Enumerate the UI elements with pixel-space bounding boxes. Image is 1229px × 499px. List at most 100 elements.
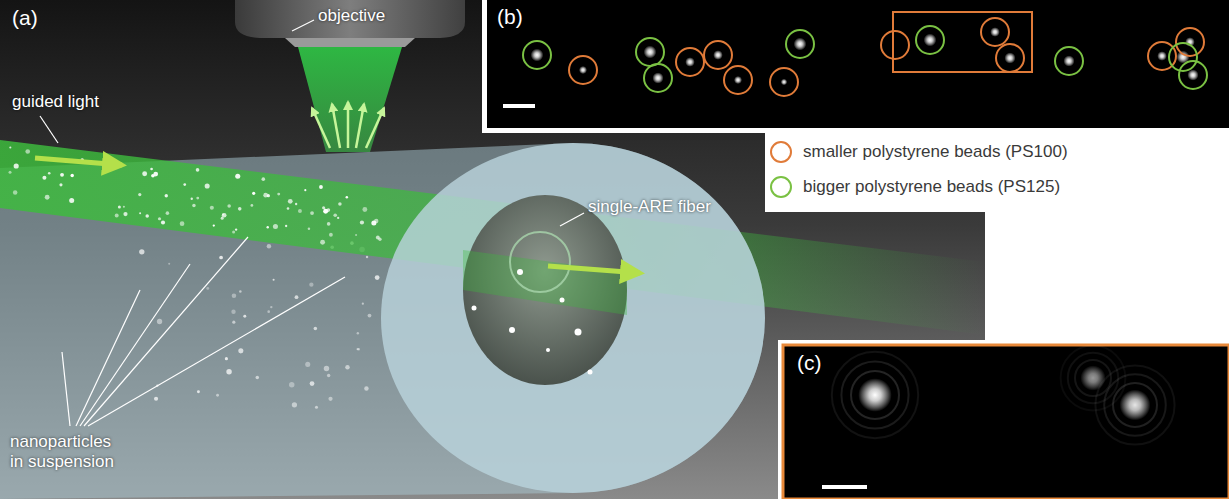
particle — [59, 183, 62, 186]
callout-label: nanoparticles in suspension — [10, 432, 122, 472]
particle — [328, 397, 332, 401]
particle — [13, 190, 18, 195]
arrow — [356, 104, 364, 148]
panel-letter: (a) — [12, 6, 38, 30]
particle — [145, 214, 149, 218]
particle — [14, 163, 19, 168]
legend-row: smaller polystyrene beads (PS100) — [770, 134, 1068, 169]
bead-spot — [858, 378, 892, 412]
particle — [243, 315, 246, 318]
particle — [256, 376, 260, 380]
particle — [346, 196, 349, 199]
panel-b-ground — [487, 0, 1229, 128]
particle — [295, 203, 297, 205]
particle — [362, 303, 364, 305]
bead-marker — [644, 64, 672, 92]
bead-spot — [652, 72, 663, 83]
particle — [362, 207, 367, 212]
scale-bar — [822, 485, 867, 489]
bead-images — [832, 346, 1175, 445]
particle — [310, 211, 314, 215]
particle — [232, 294, 237, 299]
leader-line — [88, 277, 345, 426]
particle — [158, 217, 161, 220]
particle — [238, 348, 243, 353]
panel-margin — [778, 340, 1229, 499]
particle — [180, 221, 185, 226]
panel-letter: (c) — [797, 351, 822, 375]
particle — [161, 220, 165, 224]
particle — [310, 381, 315, 386]
particle — [267, 194, 270, 197]
particle — [292, 402, 297, 407]
bead-marker — [569, 56, 597, 84]
legend-swatch — [770, 141, 792, 163]
panel-c-ground — [783, 345, 1229, 499]
bead-marker — [786, 30, 814, 58]
particle — [154, 397, 158, 401]
particle — [42, 176, 46, 180]
bead-marker — [916, 26, 944, 54]
particle — [232, 231, 235, 234]
light-cone — [298, 47, 402, 152]
core-mode — [510, 232, 570, 292]
particle — [322, 206, 325, 209]
particle — [138, 193, 141, 196]
particle — [368, 314, 372, 318]
bead-spot — [990, 27, 1000, 37]
bead-marker — [1179, 61, 1207, 89]
particle — [9, 171, 12, 174]
particle — [150, 168, 153, 171]
arrow — [347, 102, 350, 148]
bead-spot — [1063, 55, 1074, 66]
particle — [157, 319, 162, 324]
particle — [355, 234, 357, 236]
particle — [196, 168, 200, 172]
bead-marker — [770, 68, 798, 96]
bead-marker — [724, 66, 752, 94]
particle — [252, 192, 255, 195]
particle — [235, 174, 240, 179]
particle — [123, 212, 127, 216]
particle — [69, 198, 74, 203]
arrow — [366, 108, 384, 148]
objective-lens — [285, 38, 415, 47]
particle — [213, 224, 215, 226]
particle — [308, 227, 311, 230]
particle — [287, 207, 290, 210]
particle — [48, 172, 51, 175]
legend-text: bigger polystyrene beads (PS125) — [803, 177, 1060, 197]
arrow — [332, 104, 340, 148]
particle — [45, 195, 50, 200]
particle — [60, 173, 64, 177]
particle — [70, 174, 74, 178]
particle — [183, 183, 186, 186]
particles — [9, 146, 382, 244]
figure-panel: (b) — [487, 0, 1229, 128]
particle — [357, 348, 360, 351]
particle — [575, 329, 582, 336]
particle — [192, 204, 195, 207]
particle — [364, 386, 368, 390]
particle — [324, 366, 329, 371]
legend: smaller polystyrene beads (PS100) bigger … — [770, 134, 1068, 204]
bead-spot — [644, 46, 657, 59]
scale-bar — [503, 104, 535, 108]
bead-spot — [924, 34, 937, 47]
bead-spot — [685, 57, 695, 67]
bead-marker — [881, 31, 909, 59]
particle — [221, 217, 224, 220]
particle — [366, 256, 368, 258]
particle — [267, 310, 270, 313]
particle — [139, 249, 144, 254]
particle — [210, 206, 214, 210]
particle — [238, 207, 242, 211]
bead-spot — [531, 49, 544, 62]
particle — [509, 327, 515, 333]
legend-ground — [765, 133, 1229, 212]
input-arrow — [35, 158, 122, 165]
particle — [115, 213, 119, 217]
bead-spot — [1157, 51, 1167, 61]
